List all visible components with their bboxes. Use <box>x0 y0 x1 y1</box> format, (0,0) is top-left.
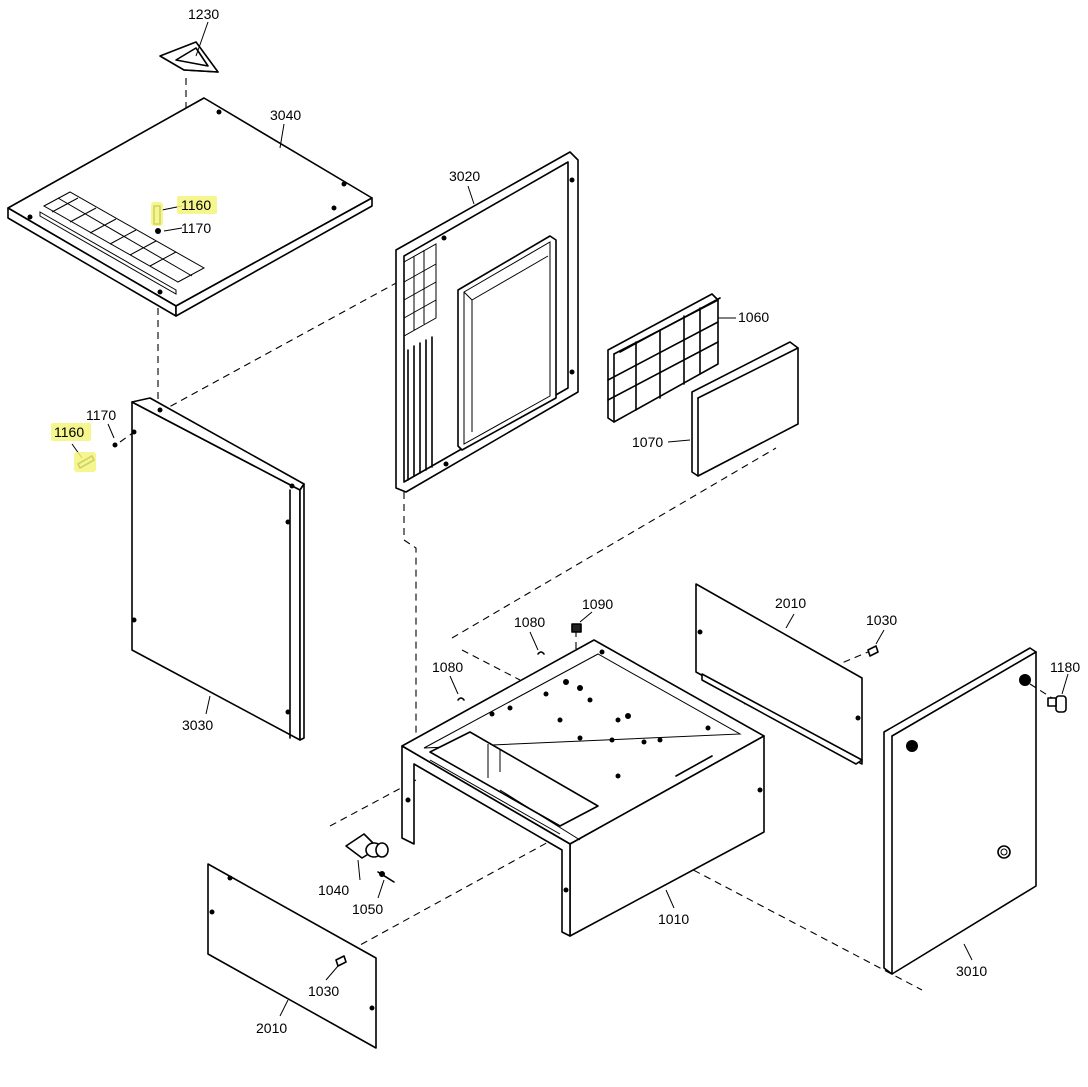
part-1170-washer-top <box>155 228 161 234</box>
part-1180-latch <box>1029 683 1067 713</box>
assembly-lines <box>157 78 923 991</box>
part-1030-screw-lower <box>335 955 347 967</box>
part-1080-clip-a <box>537 651 545 655</box>
callout-1070: 1070 <box>632 434 663 450</box>
callout-1090: 1090 <box>582 596 613 612</box>
highlight-1160-screw-top <box>151 202 163 226</box>
callout-3040: 3040 <box>270 107 301 123</box>
callout-3030: 3030 <box>182 717 213 733</box>
callout-1160-top: 1160 <box>181 197 211 213</box>
part-1060-filter-grid <box>607 293 721 423</box>
callout-1030-lower: 1030 <box>308 983 339 999</box>
callout-1030-upper: 1030 <box>866 612 897 628</box>
callout-1170-top: 1170 <box>181 220 211 236</box>
callout-1230: 1230 <box>188 6 219 22</box>
top-panel-grille <box>39 191 206 295</box>
back-frame-vents <box>403 243 437 481</box>
callout-3020: 3020 <box>449 168 480 184</box>
highlight-1160-screw-side <box>74 452 96 472</box>
callout-labels: 1230 3040 1160 1170 3020 1060 1070 1170 … <box>54 6 1080 1036</box>
part-1010-base-cabinet <box>401 639 765 937</box>
part-1230-bracket <box>159 41 219 73</box>
callout-1040: 1040 <box>318 882 349 898</box>
callout-2010-lower: 2010 <box>256 1020 287 1036</box>
callout-2010-upper: 2010 <box>775 595 806 611</box>
callout-1170-side: 1170 <box>86 407 116 423</box>
part-1040-valve <box>345 833 389 859</box>
callout-1180: 1180 <box>1050 659 1080 675</box>
part-1070-filter-pad <box>691 341 799 477</box>
callout-1160-side: 1160 <box>54 424 84 440</box>
part-1080-clip-b <box>457 697 465 701</box>
part-3030-side-panel <box>131 397 305 741</box>
part-2010-panel-lower <box>207 863 377 1049</box>
callout-1010: 1010 <box>658 911 689 927</box>
callout-1060: 1060 <box>738 309 769 325</box>
part-2010-panel-upper <box>695 583 863 765</box>
leader-lines <box>71 21 1069 1017</box>
callout-highlights <box>51 196 217 472</box>
highlight-1160-side <box>51 423 91 441</box>
part-1030-screw-upper <box>867 645 879 657</box>
part-3020-back-frame <box>395 151 579 493</box>
callout-3010: 3010 <box>956 963 987 979</box>
callout-1050: 1050 <box>352 901 383 917</box>
part-3010-door <box>883 647 1037 975</box>
part-1090-foot <box>571 623 582 633</box>
part-1050-fitting <box>377 871 395 883</box>
highlight-1160-top <box>177 196 217 214</box>
callout-1080-a: 1080 <box>514 614 545 630</box>
callout-1080-b: 1080 <box>432 659 463 675</box>
part-1170-washer-side <box>112 431 135 448</box>
